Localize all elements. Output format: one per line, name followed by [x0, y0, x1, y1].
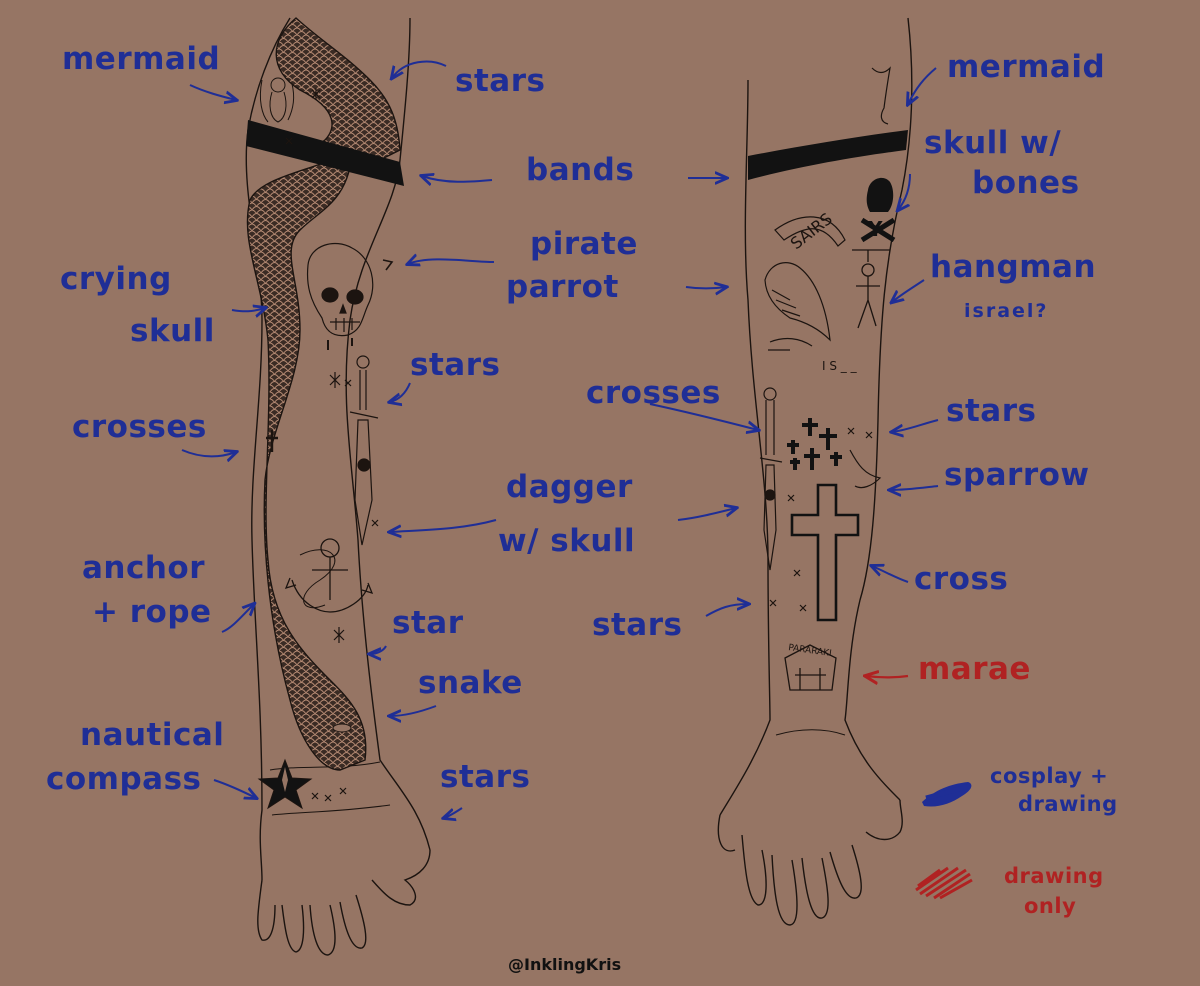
label-compass: compass: [46, 761, 202, 797]
label-dagger: dagger: [506, 469, 633, 505]
label-bands: bands: [526, 152, 635, 188]
crying-skull-tattoo: [306, 242, 394, 350]
sparrow-tattoo: [849, 449, 882, 489]
right-arm-bands: [748, 130, 908, 180]
label-rope: + rope: [92, 594, 212, 630]
label-pirate: pirate: [530, 226, 638, 262]
label-snake: snake: [418, 665, 523, 701]
blue-arrows: [181, 60, 939, 818]
label-star: star: [392, 605, 464, 641]
anchor-rope-tattoo: [284, 538, 374, 613]
label-sparrow: sparrow: [944, 457, 1090, 493]
legend-drawing-line2: only: [1024, 894, 1077, 918]
label-left-mermaid: mermaid: [62, 41, 221, 77]
legend-swatch-blue: [922, 782, 972, 807]
label-marae: marae: [918, 651, 1031, 687]
right-hand-fingers: [717, 799, 903, 926]
crosses-cluster-tattoo: [787, 418, 842, 470]
right-arm-outline-left: [719, 79, 771, 816]
label-crying: crying: [60, 261, 172, 297]
label-parrot: parrot: [506, 269, 619, 305]
red-arrow: [866, 676, 909, 678]
right-arm-small-stars: [769, 427, 873, 612]
label-bones: bones: [972, 165, 1080, 201]
right-mermaid-tattoo: [871, 66, 891, 125]
legend-cosplay-line1: cosplay +: [990, 764, 1109, 788]
label-anchor: anchor: [82, 550, 206, 586]
snake-tattoo: [246, 17, 401, 771]
right-arm-outline-right: [844, 17, 913, 801]
marae-sign: PARARAKI: [788, 643, 833, 659]
left-arm-bands: [246, 120, 404, 186]
hangman-tattoo: [852, 249, 890, 329]
legend-swatch-red: [915, 866, 973, 900]
label-w-skull: w/ skull: [498, 523, 636, 559]
label-nautical: nautical: [80, 717, 225, 753]
label-right-crosses: crosses: [586, 375, 721, 411]
big-cross-tattoo: [790, 483, 860, 622]
label-left-stars-top: stars: [455, 63, 546, 99]
banner-text: SAIRS: [787, 209, 836, 253]
legend-drawing-line1: drawing: [1004, 864, 1104, 888]
right-dagger-tattoo: [759, 387, 783, 571]
label-skull: skull: [130, 313, 215, 349]
label-stars-lower: stars: [592, 607, 683, 643]
marae-tattoo: [784, 644, 837, 691]
artist-credit: @InklingKris: [508, 955, 622, 974]
svg-text:Y: Y: [867, 217, 883, 241]
label-right-mermaid: mermaid: [947, 49, 1106, 85]
right-arm: [717, 17, 913, 926]
dagger-tattoo: [349, 355, 379, 546]
label-cross: cross: [914, 561, 1009, 597]
label-israel: israel?: [964, 300, 1049, 322]
skull-bones-tattoo: Y: [860, 177, 896, 243]
legend-cosplay-line2: drawing: [1018, 792, 1118, 816]
left-arm-small-stars: [285, 88, 379, 802]
left-mermaid-tattoo: [259, 77, 295, 123]
label-hangman: hangman: [930, 249, 1097, 285]
left-arm-outline-right: [345, 17, 431, 851]
label-stars-wrist: stars: [440, 759, 531, 795]
pirate-parrot-tattoo: SAIRS: [764, 209, 846, 351]
left-cross-tattoo: [266, 430, 278, 452]
label-skull-w: skull w/: [924, 125, 1062, 161]
label-right-stars: stars: [946, 393, 1037, 429]
label-stars-mid: stars: [410, 347, 501, 383]
left-hand-fingers: [257, 849, 431, 956]
hangman-blanks: I S _ _: [822, 359, 858, 373]
nautical-star-tattoo: [257, 758, 313, 810]
label-left-crosses: crosses: [72, 409, 207, 445]
